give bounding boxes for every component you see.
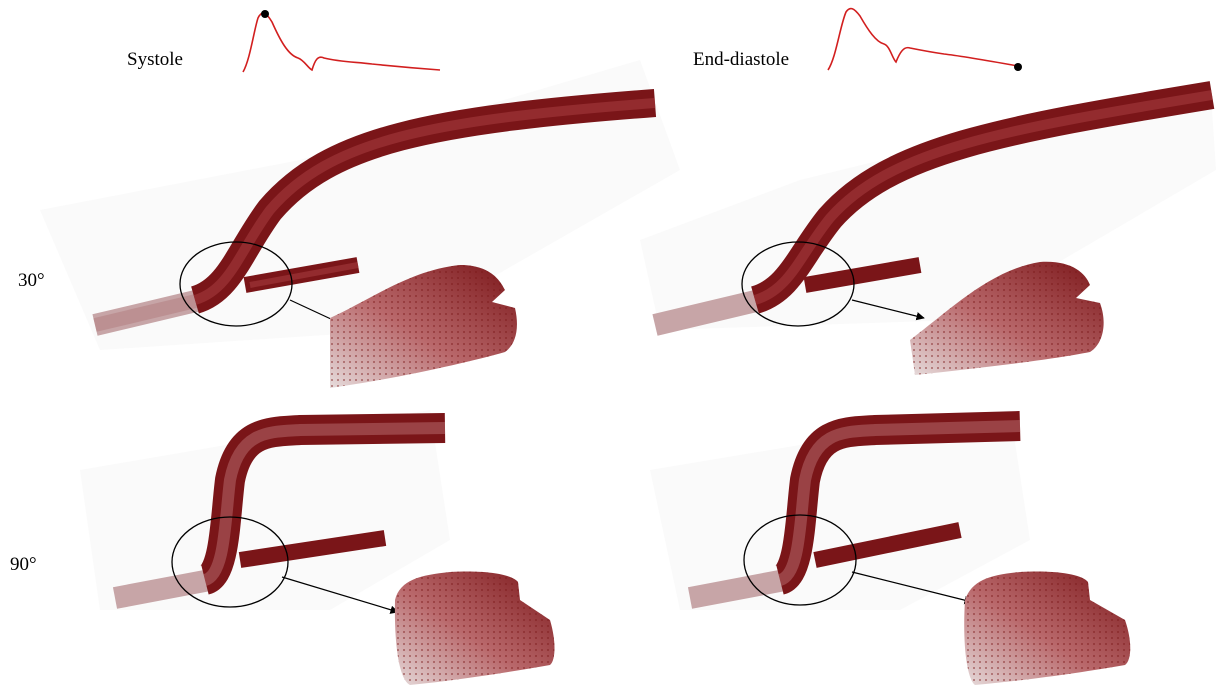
systole-label: Systole — [127, 49, 183, 70]
vessel-30-end-diastole — [640, 80, 1216, 330]
vessel-90-systole — [80, 410, 450, 612]
end-diastole-marker — [1014, 63, 1022, 71]
vessel-90-end-diastole — [650, 410, 1030, 610]
systole-marker — [261, 10, 269, 18]
waveform-end-diastole-icon — [828, 9, 1022, 71]
angle-90-label: 90° — [10, 554, 37, 575]
angle-30-label: 30° — [18, 270, 45, 291]
waveform-systole-icon — [243, 10, 440, 72]
end-diastole-label: End-diastole — [693, 49, 789, 70]
inset-90-end-diastole — [964, 572, 1130, 685]
inset-90-systole — [395, 572, 555, 685]
